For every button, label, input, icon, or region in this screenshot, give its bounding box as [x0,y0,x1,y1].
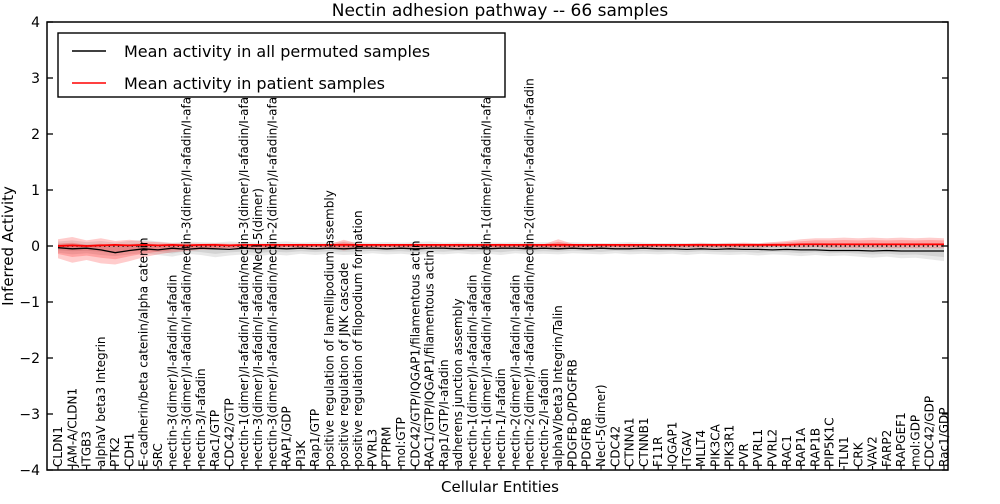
x-tick-label: PI3K [294,440,308,467]
x-tick-label: Necl-5(dimer) [594,384,608,467]
x-tick-label: JAM-A/CLDN1 [65,388,79,468]
x-tick-label: SRC [151,443,165,467]
chart-title: Nectin adhesion pathway -- 66 samples [332,1,669,21]
x-tick-label: alphaV/beta3 Integrin/Talin [551,305,565,467]
x-tick-label: RAP1A [794,427,808,467]
x-tick-label: CDC42 [608,426,622,467]
x-tick-label: CTNNA1 [623,417,637,467]
x-tick-label: Rac1/GDP [937,408,951,467]
x-tick-label: FARP2 [880,430,894,467]
x-tick-label: nectin-2(dimer)/I-afadin/I-afadin [508,275,522,467]
x-tick-label: MLLT4 [694,430,708,467]
y-tick-label: 1 [31,183,40,199]
x-tick-label: CRK [851,441,865,467]
y-tick-label: −3 [19,407,40,423]
x-tick-label: nectin-3(dimer)/I-afadin/I-afadin/nectin… [265,78,279,467]
x-tick-label: RAC1 [780,435,794,467]
x-tick-label: CTNNB1 [637,417,651,467]
x-tick-label: mol:GDP [908,415,922,467]
x-tick-label: adherens junction assembly [451,298,465,467]
y-tick-label: 4 [31,15,40,31]
x-tick-label: nectin-1/I-afadin [494,368,508,467]
legend-box [57,32,506,98]
x-tick-label: Rac1/GTP [208,410,222,467]
x-tick-label: ITGB3 [80,431,94,467]
x-tick-label: nectin-1(dimer)/I-afadin/I-afadin/nectin… [237,78,251,467]
x-tick-label: PTK2 [108,437,122,467]
x-axis-label: Cellular Entities [441,478,559,496]
x-tick-label: RAPGEF1 [894,412,908,467]
band-patient-std-band [58,237,944,265]
x-tick-label: nectin-1(dimer)/I-afadin/I-afadin/nectin… [480,78,494,467]
x-tick-label: positive regulation of lamellipodium ass… [323,190,337,467]
x-tick-label: nectin-2(dimer)/I-afadin/I-afadin/nectin… [523,78,537,467]
y-tick-label: 0 [31,239,40,255]
x-tick-label: PIK3R1 [723,425,737,467]
x-tick-label: nectin-3(dimer)/I-afadin/I-afadin/nectin… [180,78,194,467]
x-tick-label: CDC42/GDP [923,396,937,467]
x-tick-label: PVRL3 [365,429,379,467]
x-tick-label: CDC42/GTP/IQGAP1/filamentous actin [408,241,422,467]
x-tick-label: Rap1/GTP/I-afadin [437,359,451,467]
y-tick-label: −1 [19,295,40,311]
x-tick-label: ITGAV [680,430,694,467]
x-tick-label: nectin-2/I-afadin [537,368,551,467]
x-tick-label: RAP1/GDP [280,406,294,467]
x-tick-label: PVR [737,443,751,467]
x-tick-label: nectin-3/I-afadin [194,368,208,467]
y-tick-label: −2 [19,351,40,367]
x-tick-label: PDGFB-D/PDGFRB [565,359,579,467]
x-tick-label: PVRL1 [751,429,765,467]
x-tick-label: PIP5K1C [823,417,837,467]
x-tick-label: positive regulation of filopodium format… [351,210,365,467]
legend: Mean activity in all permuted samples Me… [57,32,506,98]
x-tick-label: CDC42/GTP [222,398,236,467]
permuted-mean-line [57,247,944,254]
x-tick-label: Rap1/GTP [308,409,322,467]
x-tick-label: RAC1/GTP/IQGAP1/filamentous actin [423,250,437,467]
legend-label-permuted-samples: Mean activity in all permuted samples [124,42,430,61]
x-tick-label: CLDN1 [51,426,65,467]
x-tick-label: alphaV beta3 Integrin [94,336,108,467]
x-tick-label: TLN1 [837,436,851,468]
x-tick-label: positive regulation of JNK cascade [337,263,351,467]
x-tick-label: RAP1B [808,428,822,467]
x-tick-label: nectin-3(dimer)/I-afadin/I-afadin/Necl-5… [251,188,265,467]
x-tick-label: VAV2 [866,436,880,467]
x-tick-label: PIK3CA [708,423,722,467]
x-tick-label: PVRL2 [766,429,780,467]
x-tick-label: PTPRM [380,427,394,468]
patient-mean-line [57,243,944,247]
x-tick-label: E-cadherin/beta catenin/alpha catenin [137,237,151,467]
y-axis-label: Inferred Activity [0,186,17,306]
y-tick-label: 2 [31,127,40,143]
x-tick-label: F11R [651,436,665,467]
x-tick-label: nectin-1(dimer)/I-afadin/I-afadin [465,275,479,467]
x-tick-label: PDGFRB [580,418,594,467]
x-tick-label: mol:GTP [394,417,408,467]
y-tick-label: 3 [31,71,40,87]
x-tick-label: IQGAP1 [665,422,679,467]
legend-label-patient-samples: Mean activity in patient samples [124,74,385,93]
x-tick-label: CDH1 [122,433,136,467]
x-tick-label: nectin-3(dimer)/I-afadin/I-afadin [165,275,179,467]
y-tick-label: −4 [19,463,40,479]
